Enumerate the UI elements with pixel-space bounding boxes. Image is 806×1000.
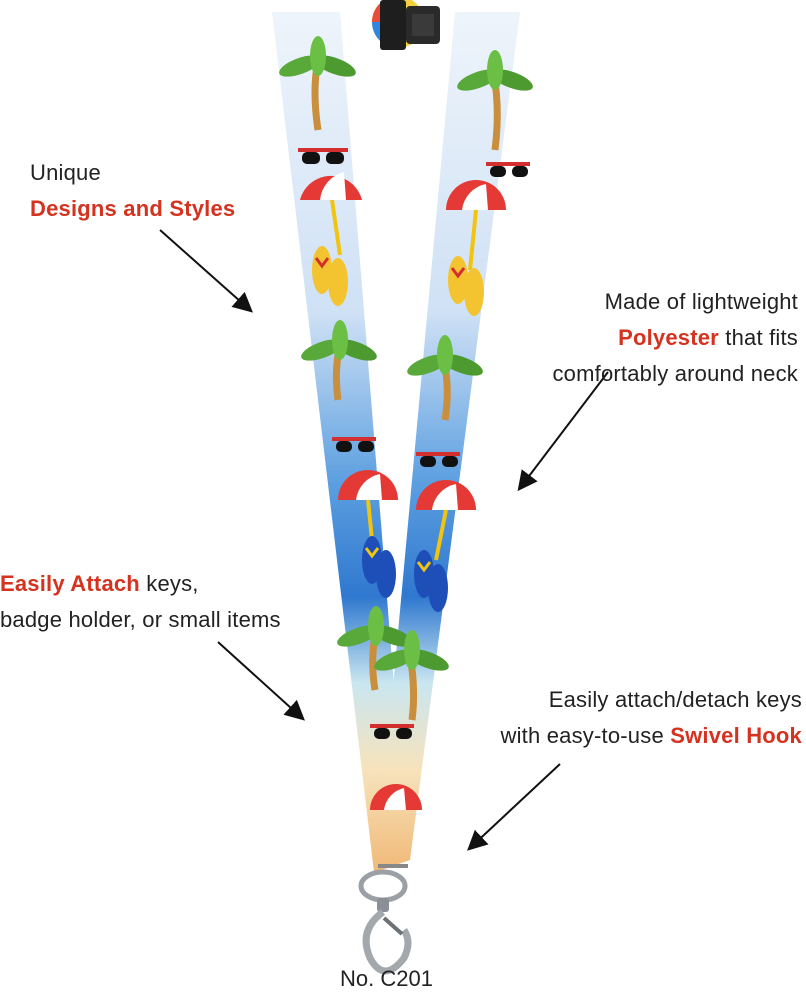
annotation-line: Polyester that fits <box>552 320 798 356</box>
umbrella-icon <box>446 180 506 271</box>
buckle-icon <box>380 0 440 50</box>
flip-flops-icon <box>362 536 396 598</box>
palm-tree-icon <box>407 335 483 421</box>
arrow-icon <box>517 371 609 492</box>
swivel-hook-icon <box>358 864 412 975</box>
flip-flops-icon <box>312 246 348 306</box>
annotation-text: keys, <box>139 571 199 596</box>
annotation-text: that fits <box>718 325 798 350</box>
annotation-text: comfortably around neck <box>552 361 798 386</box>
annotation-highlight: Easily Attach <box>0 571 140 596</box>
annotation-easily-attach: Easily Attach keys, badge holder, or sma… <box>0 566 281 638</box>
arrow-icon <box>159 229 253 313</box>
umbrella-icon <box>300 172 362 256</box>
umbrella-icon <box>416 480 476 561</box>
annotation-line: with easy-to-use Swivel Hook <box>501 718 803 754</box>
sunglasses-icon <box>332 437 376 452</box>
flip-flops-icon <box>414 550 448 612</box>
sunglasses-icon <box>298 148 348 164</box>
palm-tree-icon <box>457 50 533 151</box>
flip-flops-icon <box>448 256 484 316</box>
annotation-line: Easily Attach keys, <box>0 566 281 602</box>
palm-tree-icon <box>374 630 449 721</box>
annotation-text: badge holder, or small items <box>0 607 281 632</box>
arrow-icon <box>217 641 305 721</box>
annotation-polyester: Made of lightweight Polyester that fits … <box>552 284 798 392</box>
palm-tree-icon <box>279 36 356 131</box>
annotation-text: Made of lightweight <box>604 289 798 314</box>
annotation-text: Unique <box>30 160 101 185</box>
umbrella-icon <box>370 784 422 810</box>
annotation-highlight: Swivel Hook <box>670 723 802 748</box>
annotation-highlight: Designs and Styles <box>30 196 236 221</box>
umbrella-icon <box>338 470 398 541</box>
annotation-text: with easy-to-use <box>500 723 671 748</box>
annotation-text: Easily attach/detach keys <box>548 687 802 712</box>
arrow-icon <box>467 763 561 851</box>
sunglasses-icon <box>486 162 530 177</box>
annotation-highlight: Polyester <box>618 325 719 350</box>
annotation-unique-designs: Unique Designs and Styles <box>30 155 235 227</box>
annotation-swivel-hook: Easily attach/detach keys with easy-to-u… <box>501 682 803 754</box>
lanyard-strap <box>272 12 520 872</box>
sunglasses-icon <box>370 724 414 739</box>
model-number: No. C201 <box>340 966 433 991</box>
palm-tree-icon <box>301 320 377 401</box>
palm-tree-icon <box>337 606 413 691</box>
sunglasses-icon <box>416 452 460 467</box>
